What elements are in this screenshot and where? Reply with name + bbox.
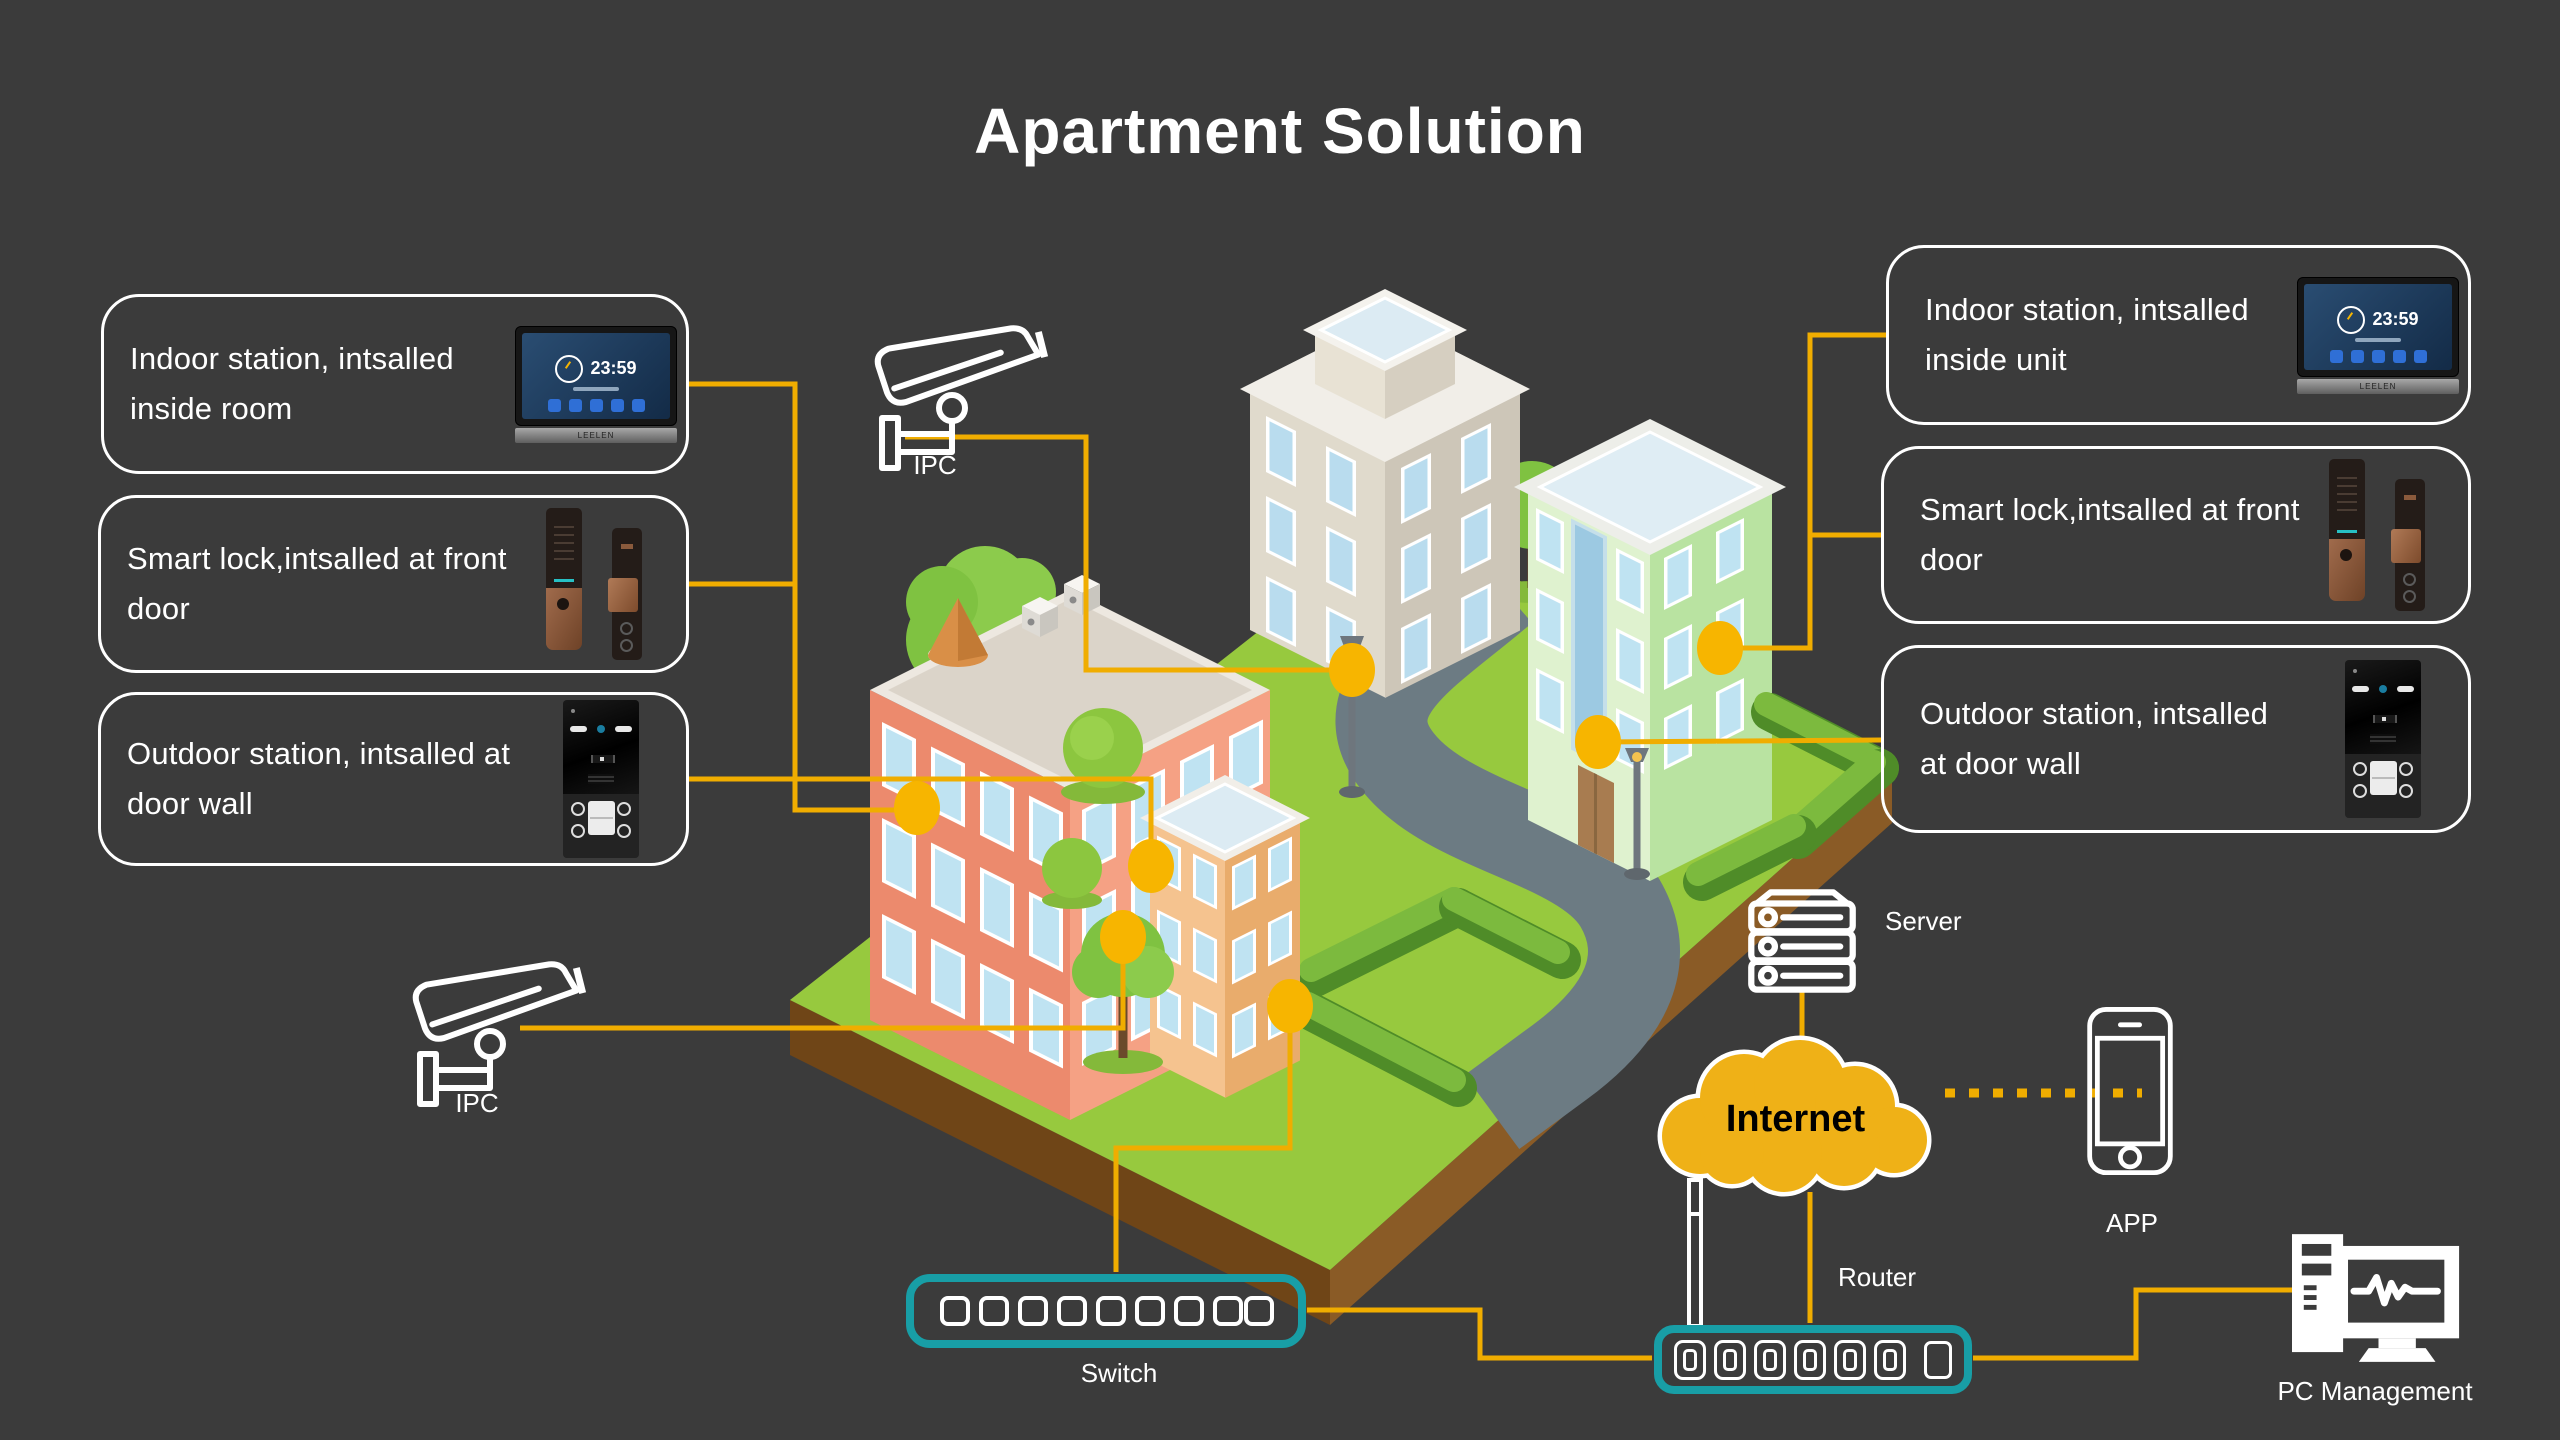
switch-ports: [940, 1296, 1243, 1326]
street-lamp: [1624, 748, 1650, 880]
callout-text: Outdoor station, intsalled at door wall: [127, 736, 511, 821]
internet-label: Internet: [1725, 1098, 1866, 1140]
callout-text: Smart lock,intsalled at front door: [1920, 492, 2300, 577]
camera-lens: [597, 725, 605, 733]
indoor-station-time: 23:59: [590, 358, 637, 378]
hedge: [1683, 692, 1899, 901]
internet-cloud-icon: [1657, 1035, 1932, 1197]
ipc-camera-icon: [412, 961, 587, 1107]
router-uplink-port: [1924, 1340, 1952, 1379]
indoor-station-image: 23:59 LEELEN: [2297, 276, 2459, 394]
outdoor-station-image: [563, 700, 639, 858]
switch-label: Switch: [1080, 1358, 1158, 1388]
app-phone-icon: [2087, 1007, 2173, 1176]
switch: [906, 1274, 1306, 1348]
router: [1654, 1325, 1972, 1394]
building-orange: [1140, 775, 1310, 1098]
port: [1018, 1296, 1048, 1326]
indoor-station-image: 23:59 LEELEN: [515, 325, 677, 443]
callout-smart-lock-left: Smart lock,intsalled at front door: [98, 495, 689, 673]
callout-text: Smart lock,intsalled at front door: [127, 541, 507, 626]
ipc-bottom-label: IPC: [455, 1088, 499, 1118]
router-ports: [1674, 1339, 1906, 1380]
server-icon: [1748, 889, 1856, 993]
indoor-station-time: 23:59: [2372, 309, 2419, 329]
ipc-top-label: IPC: [913, 450, 957, 480]
switch-uplink-port: [1244, 1296, 1274, 1326]
clock-icon: [555, 354, 584, 383]
building-beige: [1240, 289, 1530, 698]
callout-text: Indoor station, intsalled inside room: [130, 341, 454, 426]
port: [1213, 1296, 1243, 1326]
callout-indoor-station-left: Indoor station, intsalled inside room 23…: [101, 294, 689, 474]
port: [1794, 1339, 1826, 1380]
app-label: APP: [2105, 1208, 2159, 1238]
port: [1674, 1339, 1706, 1380]
smart-lock-image: [2329, 459, 2441, 611]
indoor-station-brand: LEELEN: [2297, 378, 2459, 394]
callout-indoor-station-right: Indoor station, intsalled inside unit 23…: [1886, 245, 2471, 425]
port: [1057, 1296, 1087, 1326]
port: [1135, 1296, 1165, 1326]
building-green: [1514, 419, 1786, 881]
port: [940, 1296, 970, 1326]
callout-smart-lock-right: Smart lock,intsalled at front door: [1881, 446, 2471, 624]
port: [1714, 1339, 1746, 1380]
port: [1096, 1296, 1126, 1326]
page-title: Apartment Solution: [974, 95, 1586, 167]
clock-icon: [2337, 305, 2366, 334]
router-label: Router: [1838, 1262, 1917, 1292]
callout-text: Indoor station, intsalled inside unit: [1925, 292, 2249, 377]
pc-management-label: PC Management: [2277, 1376, 2473, 1406]
outdoor-station-image: [2345, 660, 2421, 818]
port: [1874, 1339, 1906, 1380]
camera-lens: [2379, 685, 2387, 693]
router-antenna: [1687, 1178, 1703, 1328]
port: [1834, 1339, 1866, 1380]
hedge: [1293, 992, 1477, 1107]
callout-outdoor-station-left: Outdoor station, intsalled at door wall: [98, 692, 689, 866]
callout-outdoor-station-right: Outdoor station, intsalled at door wall: [1881, 645, 2471, 833]
hedge: [1296, 887, 1581, 997]
callout-text: Outdoor station, intsalled at door wall: [1920, 696, 2269, 781]
indoor-station-brand: LEELEN: [515, 427, 677, 443]
server-label: Server: [1885, 906, 1962, 936]
port: [1754, 1339, 1786, 1380]
pc-management-icon: [2292, 1234, 2460, 1362]
waveform-icon: [2350, 1273, 2441, 1307]
port: [979, 1296, 1009, 1326]
port: [1174, 1296, 1204, 1326]
ipc-camera-icon: [874, 325, 1049, 471]
smart-lock-image: [546, 508, 658, 660]
